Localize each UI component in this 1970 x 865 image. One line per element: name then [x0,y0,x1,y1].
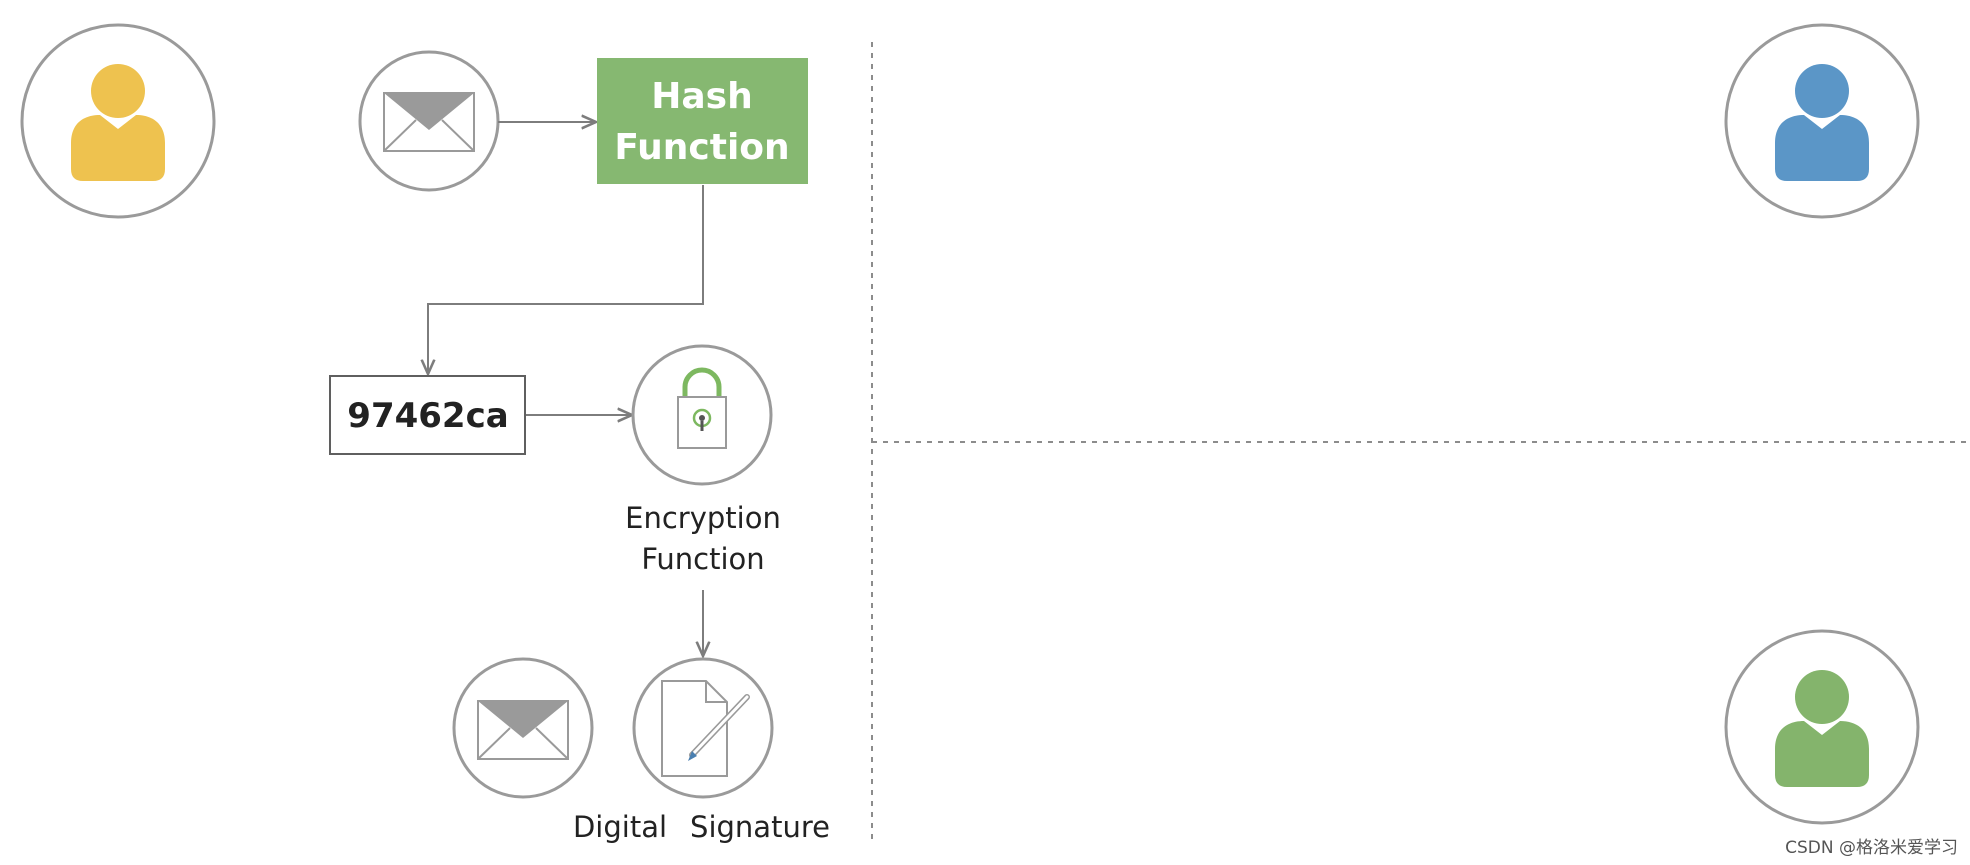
receiver-avatar-bottom [1724,629,1920,825]
hash-function-box: Hash Function [597,58,808,184]
encryption-label-line2: Function [641,542,764,576]
arrow-hash-to-value [428,185,704,374]
receiver-avatar-top [1724,23,1920,219]
message-node [358,50,500,192]
hash-value-box: 97462ca [329,375,526,455]
envelope-icon [383,92,475,152]
hash-function-title-line2: Function [614,127,789,168]
digital-signature-node [632,657,774,799]
encryption-label-line1: Encryption [625,501,781,535]
encryption-node [631,344,773,486]
signed-document-icon [661,680,750,777]
padlock-icon [677,367,727,449]
hash-value-text: 97462ca [347,396,508,436]
signed-message-node [452,657,594,799]
envelope-icon [477,700,569,760]
digital-signature-label-word2: Signature [690,810,830,844]
hash-function-title-line1: Hash [651,76,752,117]
sender-avatar [20,23,216,219]
watermark-text: CSDN @格洛米爱学习 [1785,838,1958,858]
digital-signature-label-word1: Digital [573,810,667,844]
